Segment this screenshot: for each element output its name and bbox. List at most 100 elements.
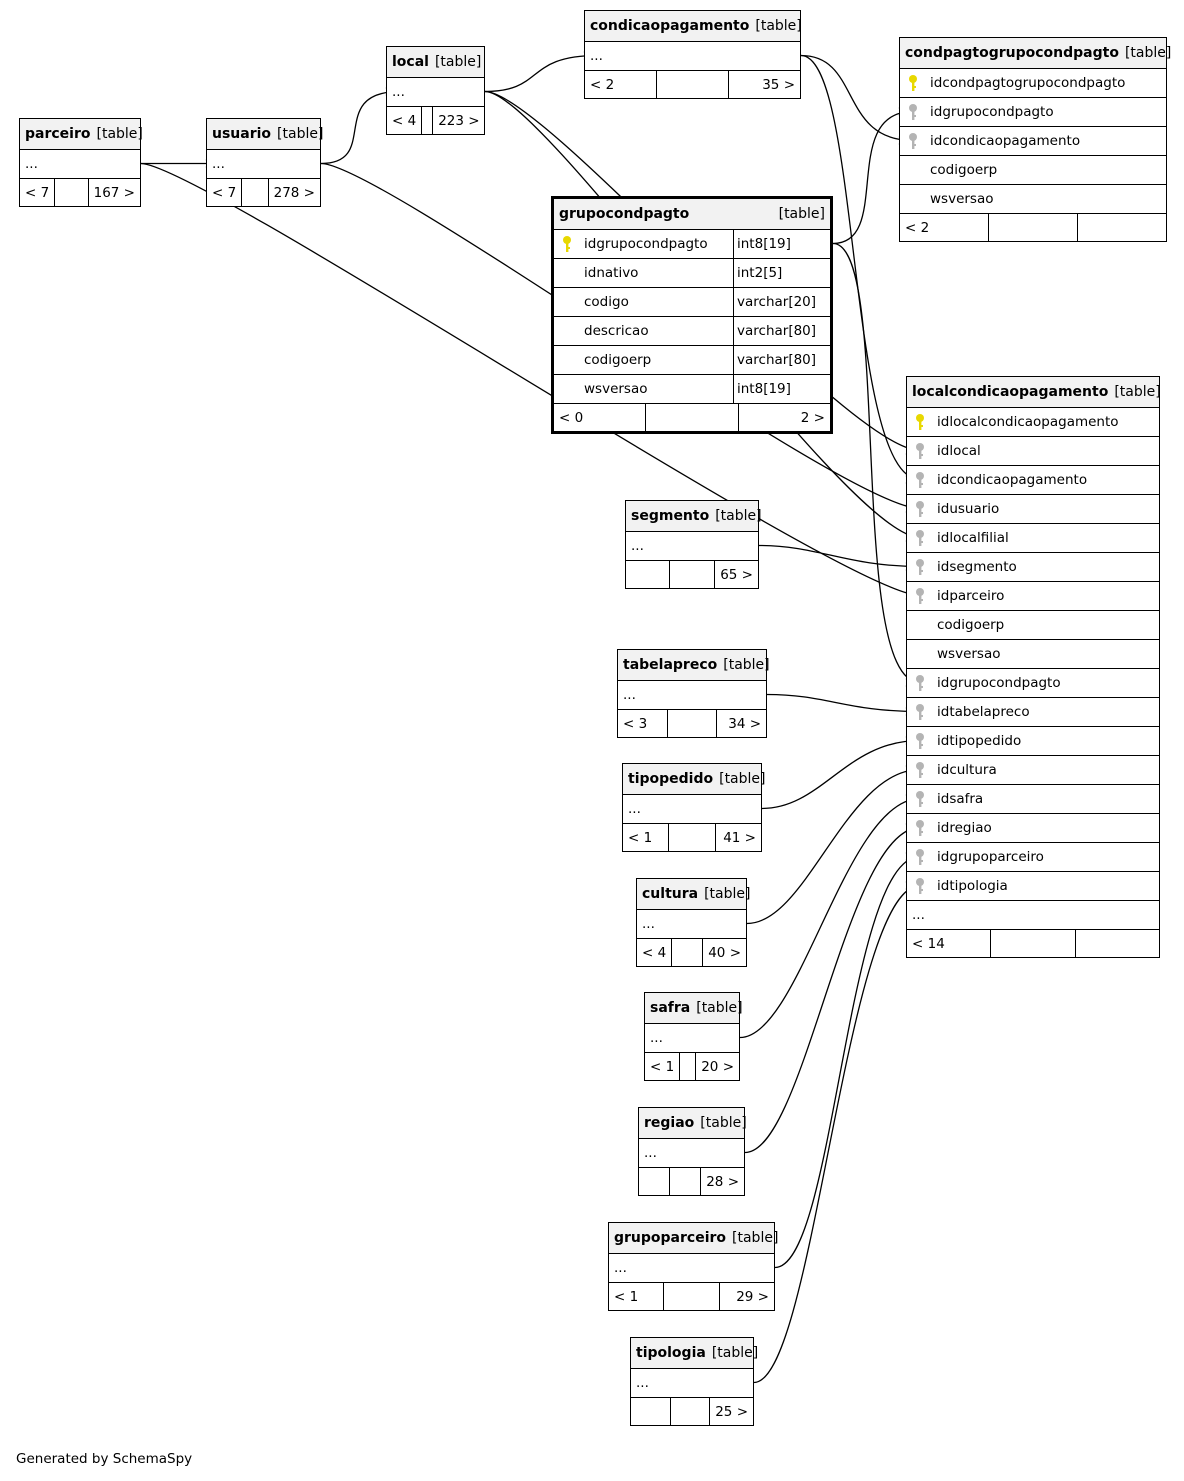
more-columns-row[interactable]: ... — [626, 532, 758, 561]
table-localcondicaopagamento[interactable]: localcondicaopagamento[table]idlocalcond… — [906, 376, 1161, 958]
table-name[interactable]: tabelapreco — [623, 657, 718, 673]
column-row[interactable]: idtipopedido — [907, 727, 1159, 756]
table-name[interactable]: segmento — [631, 508, 710, 524]
table-name[interactable]: tipopedido — [628, 771, 714, 787]
table-name[interactable]: regiao — [644, 1115, 695, 1131]
table-segmento[interactable]: segmento[table]...65 > — [625, 500, 762, 589]
column-row[interactable]: idtipologia — [907, 872, 1159, 901]
column-row[interactable]: codigoerp — [907, 611, 1159, 640]
table-name[interactable]: condicaopagamento — [590, 18, 750, 34]
column-row[interactable]: idcultura — [907, 756, 1159, 785]
table-header[interactable]: tabelapreco[table] — [618, 650, 770, 681]
more-columns-row[interactable]: ... — [645, 1024, 739, 1053]
table-type-label: [table] — [96, 126, 143, 142]
table-name[interactable]: local — [392, 54, 429, 70]
column-row[interactable]: idlocal — [907, 437, 1159, 466]
child-count: 20 > — [695, 1053, 739, 1080]
table-header[interactable]: localcondicaopagamento[table] — [907, 377, 1161, 408]
column-row[interactable]: idcondicaopagamento — [900, 127, 1166, 156]
more-columns-row[interactable]: ... — [637, 910, 746, 939]
table-name[interactable]: tipologia — [636, 1345, 706, 1361]
column-name: wsversao — [930, 191, 994, 207]
table-header[interactable]: regiao [table] — [639, 1108, 747, 1139]
table-name[interactable]: condpagtogrupocondpagto — [905, 45, 1119, 61]
relationship-edge — [739, 797, 921, 1039]
more-columns-row[interactable]: ... — [387, 78, 484, 107]
table-header[interactable]: safra[table] — [645, 993, 743, 1024]
column-name: idnativo — [584, 265, 639, 281]
column-row[interactable]: idcondicaopagamento — [907, 466, 1159, 495]
more-columns-row[interactable]: ... — [609, 1254, 774, 1283]
column-row[interactable]: idgrupoparceiro — [907, 843, 1159, 872]
table-header[interactable]: grupoparceiro[table] — [609, 1223, 778, 1254]
more-columns-row[interactable]: ... — [623, 795, 761, 824]
more-columns-row[interactable]: ... — [20, 150, 140, 179]
table-header[interactable]: usuario[table] — [207, 119, 323, 150]
table-name[interactable]: localcondicaopagamento — [912, 384, 1109, 400]
column-name: idgrupocondpagto — [584, 236, 708, 252]
parent-count: < 3 — [623, 715, 648, 732]
table-name[interactable]: grupocondpagto — [559, 206, 690, 222]
table-type-label: [table] — [700, 1115, 747, 1131]
table-condpagtogrupocondpagto[interactable]: condpagtogrupocondpagto[table]idcondpagt… — [899, 37, 1171, 242]
table-header[interactable]: condicaopagamento[table] — [585, 11, 802, 42]
column-row[interactable]: codigoerp — [900, 156, 1166, 185]
table-name[interactable]: safra — [650, 1000, 691, 1016]
table-header[interactable]: cultura[table] — [637, 879, 750, 910]
foreign-key-icon — [907, 848, 933, 866]
table-header[interactable]: tipopedido[table] — [623, 764, 766, 795]
table-header[interactable]: grupocondpagto[table] — [554, 199, 830, 230]
more-columns-row[interactable]: ... — [618, 681, 766, 710]
column-row[interactable]: idgrupocondpagto — [900, 98, 1166, 127]
table-header[interactable]: condpagtogrupocondpagto[table] — [900, 38, 1171, 69]
column-row[interactable]: idlocalfilial — [907, 524, 1159, 553]
table-header[interactable]: tipologia[table] — [631, 1338, 758, 1369]
table-header[interactable]: local[table] — [387, 47, 484, 78]
more-columns-row[interactable]: ... — [207, 150, 320, 179]
column-row[interactable]: idcondpagtogrupocondpagto — [900, 69, 1166, 98]
column-name: idusuario — [937, 501, 1000, 517]
more-columns-row[interactable]: ... — [639, 1139, 744, 1168]
more-columns-row[interactable]: ... — [585, 42, 800, 71]
table-header[interactable]: parceiro [table] — [20, 119, 143, 150]
column-row[interactable]: idsafra — [907, 785, 1159, 814]
column-row[interactable]: wsversao — [900, 185, 1166, 214]
column-row[interactable]: idgrupocondpagto — [907, 669, 1159, 698]
column-row[interactable]: idusuario — [907, 495, 1159, 524]
more-columns-row[interactable]: ... — [631, 1369, 753, 1398]
table-regiao[interactable]: regiao[table]...28 > — [638, 1107, 747, 1196]
foreign-key-icon — [900, 103, 926, 121]
column-row[interactable]: idparceiro — [907, 582, 1159, 611]
table-name[interactable]: usuario — [212, 126, 272, 142]
table-name[interactable]: parceiro — [25, 126, 91, 142]
table-name[interactable]: grupoparceiro — [614, 1230, 727, 1246]
column-row[interactable]: idtabelapreco — [907, 698, 1159, 727]
table-name[interactable]: cultura — [642, 886, 699, 902]
column-row[interactable]: idregiao — [907, 814, 1159, 843]
column-row[interactable]: idsegmento — [907, 553, 1159, 582]
more-columns-row[interactable]: ... — [907, 901, 1159, 930]
table-header[interactable]: segmento[table] — [626, 501, 762, 532]
child-count: 65 > — [713, 561, 758, 588]
table-tipologia[interactable]: tipologia[table]...25 > — [630, 1337, 758, 1426]
column-row[interactable]: wsversao — [907, 640, 1159, 669]
child-count: 167 > — [87, 179, 140, 206]
column-row[interactable]: idlocalcondicaopagamento — [907, 408, 1159, 437]
